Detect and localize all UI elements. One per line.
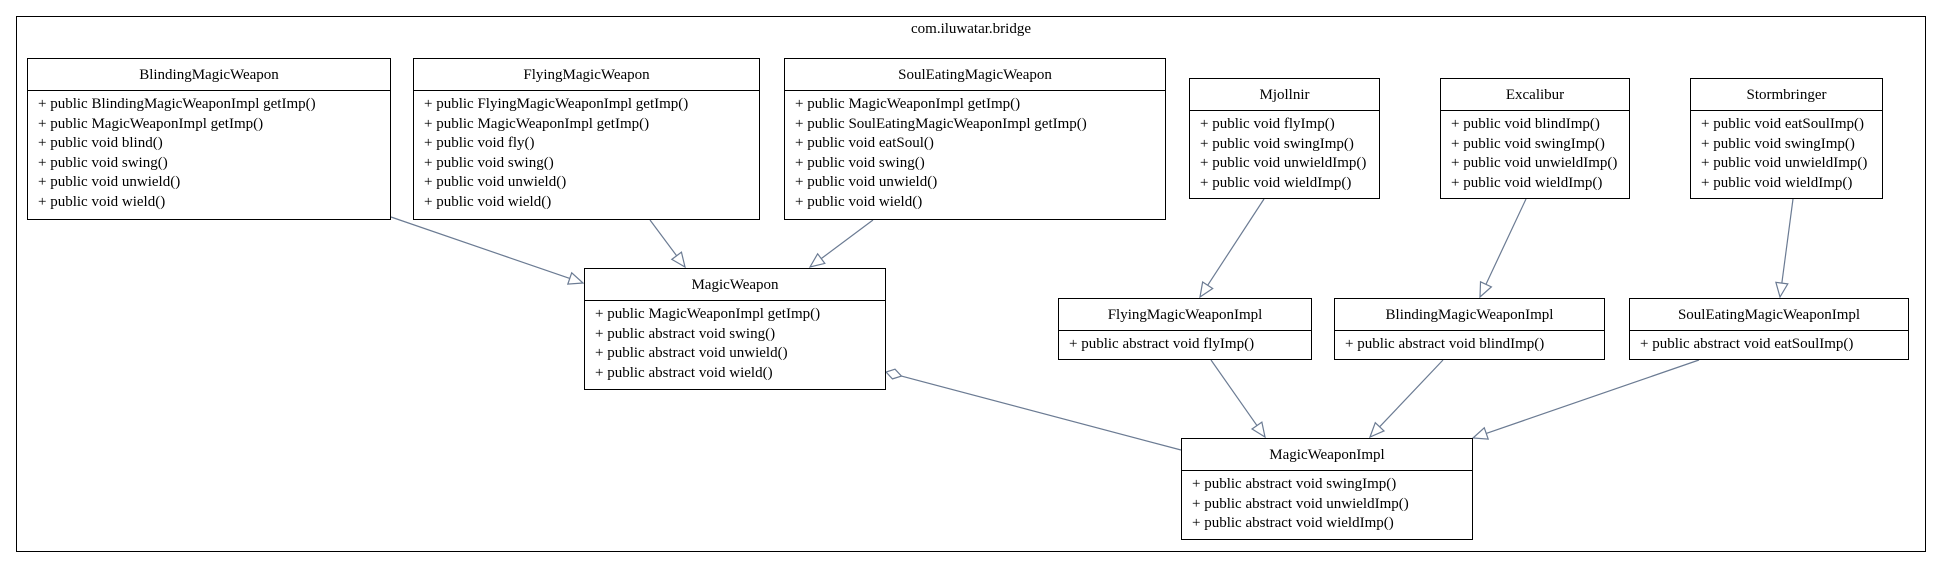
member-list: + public abstract void eatSoulImp() <box>1630 331 1908 355</box>
class-flying-magic-weapon[interactable]: FlyingMagicWeapon + public FlyingMagicWe… <box>413 58 760 220</box>
class-flying-magic-weapon-impl[interactable]: FlyingMagicWeaponImpl + public abstract … <box>1058 298 1312 360</box>
member-list: + public abstract void blindImp() <box>1335 331 1604 355</box>
member-list: + public void blindImp() + public void s… <box>1441 111 1629 193</box>
member-list: + public BlindingMagicWeaponImpl getImp(… <box>28 91 390 212</box>
edge-mjollnir-to-flying-magic-weapon-impl <box>1199 198 1265 299</box>
generalization-arrowhead <box>1368 421 1386 439</box>
member-item: + public void swing() <box>424 154 554 171</box>
member-item: + public abstract void swing() <box>595 325 776 342</box>
member-item: + public abstract void blindImp() <box>1345 336 1545 352</box>
member-item: + public void fly() <box>424 135 535 151</box>
aggregation-diamond <box>884 368 903 380</box>
member-item: + public void flyImp() <box>1200 116 1335 132</box>
class-name: MagicWeaponImpl <box>1182 439 1472 471</box>
member-item: + public void unwieldImp() <box>1200 155 1367 171</box>
member-item: + public void swingImp() <box>1701 135 1855 152</box>
class-name: Mjollnir <box>1190 79 1379 111</box>
class-name: FlyingMagicWeaponImpl <box>1059 299 1311 331</box>
member-item: + public void wieldImp() <box>1451 174 1603 191</box>
member-item: + public MagicWeaponImpl getImp() <box>424 115 650 132</box>
class-name: Excalibur <box>1441 79 1629 111</box>
edge-magic-weapon-to-magic-weapon-impl <box>884 368 1182 451</box>
edge-flying-magic-weapon-impl-to-magic-weapon-impl <box>1210 359 1266 439</box>
member-item: + public void wield() <box>38 193 166 210</box>
class-blinding-magic-weapon[interactable]: BlindingMagicWeapon + public BlindingMag… <box>27 58 391 220</box>
class-soul-eating-magic-weapon-impl[interactable]: SoulEatingMagicWeaponImpl + public abstr… <box>1629 298 1909 360</box>
member-item: + public void unwield() <box>424 174 567 190</box>
member-item: + public FlyingMagicWeaponImpl getImp() <box>424 96 689 112</box>
member-item: + public BlindingMagicWeaponImpl getImp(… <box>38 96 316 112</box>
member-item: + public abstract void unwieldImp() <box>1192 495 1409 512</box>
class-name: SoulEatingMagicWeaponImpl <box>1630 299 1908 331</box>
member-item: + public abstract void eatSoulImp() <box>1640 336 1854 352</box>
edge-blinding-magic-weapon-to-magic-weapon <box>390 216 585 285</box>
generalization-arrowhead <box>566 271 585 285</box>
member-item: + public void eatSoulImp() <box>1701 116 1865 132</box>
generalization-arrowhead <box>1471 426 1490 440</box>
member-item: + public void unwield() <box>38 174 181 190</box>
class-blinding-magic-weapon-impl[interactable]: BlindingMagicWeaponImpl + public abstrac… <box>1334 298 1605 360</box>
generalization-arrowhead <box>1250 421 1266 439</box>
member-item: + public abstract void flyImp() <box>1069 336 1255 352</box>
member-list: + public void eatSoulImp() + public void… <box>1691 111 1882 193</box>
class-name: Stormbringer <box>1691 79 1882 111</box>
generalization-arrowhead <box>1479 280 1493 299</box>
class-magic-weapon-impl[interactable]: MagicWeaponImpl + public abstract void s… <box>1181 438 1473 540</box>
class-name: BlindingMagicWeaponImpl <box>1335 299 1604 331</box>
member-item: + public MagicWeaponImpl getImp() <box>595 306 821 322</box>
member-item: + public MagicWeaponImpl getImp() <box>38 115 264 132</box>
class-name: FlyingMagicWeapon <box>414 59 759 91</box>
member-list: + public FlyingMagicWeaponImpl getImp() … <box>414 91 759 212</box>
member-item: + public void swing() <box>38 154 168 171</box>
member-list: + public abstract void swingImp() + publ… <box>1182 471 1472 534</box>
generalization-arrowhead <box>1199 280 1214 299</box>
member-item: + public void wield() <box>424 193 552 210</box>
class-soul-eating-magic-weapon[interactable]: SoulEatingMagicWeapon + public MagicWeap… <box>784 58 1166 220</box>
member-list: + public MagicWeaponImpl getImp() + publ… <box>785 91 1165 212</box>
member-item: + public void blindImp() <box>1451 116 1600 132</box>
generalization-arrowhead <box>670 251 686 269</box>
member-item: + public void wieldImp() <box>1701 174 1853 191</box>
generalization-arrowhead <box>1775 281 1789 299</box>
package-title: com.iluwatar.bridge <box>911 21 1031 37</box>
member-list: + public MagicWeaponImpl getImp() + publ… <box>585 301 885 383</box>
member-item: + public void wieldImp() <box>1200 174 1352 191</box>
member-item: + public void unwield() <box>795 174 938 190</box>
edge-stormbringer-to-soul-eating-magic-weapon-impl <box>1775 198 1794 299</box>
member-item: + public void swingImp() <box>1200 135 1354 152</box>
member-item: + public void unwieldImp() <box>1451 155 1618 171</box>
class-magic-weapon[interactable]: MagicWeapon + public MagicWeaponImpl get… <box>584 268 886 390</box>
member-item: + public void unwieldImp() <box>1701 155 1868 171</box>
edge-soul-eating-magic-weapon-impl-to-magic-weapon-impl <box>1471 359 1700 440</box>
member-item: + public SoulEatingMagicWeaponImpl getIm… <box>795 115 1087 132</box>
member-item: + public void swingImp() <box>1451 135 1605 152</box>
generalization-arrowhead <box>808 252 826 268</box>
member-item: + public abstract void swingImp() <box>1192 476 1397 492</box>
package-frame: com.iluwatar.bridge <box>16 16 1926 552</box>
class-name: BlindingMagicWeapon <box>28 59 390 91</box>
member-item: + public void wield() <box>795 193 923 210</box>
edge-blinding-magic-weapon-impl-to-magic-weapon-impl <box>1368 359 1444 439</box>
member-item: + public void eatSoul() <box>795 135 934 151</box>
member-item: + public abstract void wieldImp() <box>1192 515 1394 531</box>
member-item: + public abstract void wield() <box>595 364 773 381</box>
member-item: + public abstract void unwield() <box>595 345 788 361</box>
class-stormbringer[interactable]: Stormbringer + public void eatSoulImp() … <box>1690 78 1883 199</box>
class-mjollnir[interactable]: Mjollnir + public void flyImp() + public… <box>1189 78 1380 199</box>
class-name: SoulEatingMagicWeapon <box>785 59 1165 91</box>
edge-excalibur-to-blinding-magic-weapon-impl <box>1479 198 1527 299</box>
edge-flying-magic-weapon-to-magic-weapon <box>649 219 686 269</box>
member-list: + public void flyImp() + public void swi… <box>1190 111 1379 193</box>
member-item: + public MagicWeaponImpl getImp() <box>795 96 1021 112</box>
member-list: + public abstract void flyImp() <box>1059 331 1311 355</box>
class-name: MagicWeapon <box>585 269 885 301</box>
member-item: + public void blind() <box>38 135 163 151</box>
class-excalibur[interactable]: Excalibur + public void blindImp() + pub… <box>1440 78 1630 199</box>
edge-soul-eating-magic-weapon-to-magic-weapon <box>808 219 874 268</box>
member-item: + public void swing() <box>795 154 925 171</box>
